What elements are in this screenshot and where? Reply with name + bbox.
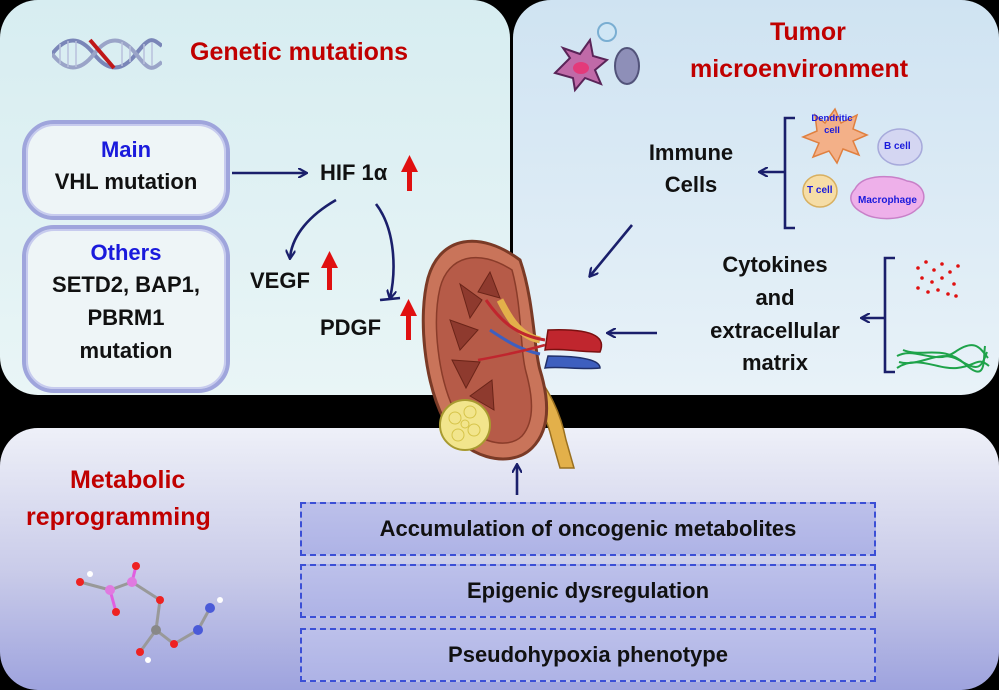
others-line-2: PBRM1 (87, 305, 165, 330)
others-line-3: mutation (79, 338, 173, 363)
cytokines-line-2: and (755, 285, 795, 310)
metabolite-molecule-icon (76, 562, 223, 663)
tumor-mass-icon (439, 399, 491, 451)
b-cell-label: B cell (884, 141, 911, 152)
pdgf-up-arrow (400, 299, 417, 340)
cytokines-icon (916, 260, 960, 298)
cytokines-line-4: matrix (741, 350, 809, 375)
others-label: Others (90, 240, 162, 265)
metabolic-title-line-1: Metabolic (70, 466, 186, 494)
dendritic-label-1: Dendritic (811, 113, 853, 124)
t-cell-icon (802, 174, 838, 208)
pseudohypoxia-box: Pseudohypoxia phenotype (300, 628, 876, 682)
main-label: Main (100, 137, 152, 162)
cytokines-bracket (883, 256, 895, 374)
dna-icon (52, 38, 162, 70)
macrophage-label: Macrophage (858, 195, 917, 206)
cytokines-line-3: extracellular (710, 318, 840, 343)
epigenic-dysregulation-box: Epigenic dysregulation (300, 564, 876, 618)
dendritic-label-2: cell (824, 125, 840, 136)
main-mutation-box (22, 120, 230, 220)
metabolic-title-line-2: reprogramming (26, 503, 211, 531)
hif-up-arrow (401, 155, 418, 191)
immune-cells-bracket (783, 116, 795, 230)
tumor-title-line-1: Tumor (770, 18, 846, 46)
hif1a-label: HIF 1α (320, 160, 388, 185)
hif-to-vegf-arrow (290, 198, 337, 258)
hif-to-pdgf-arrow (374, 203, 393, 298)
pdgf-inhibit-bar (379, 296, 401, 302)
other-mutations-box (22, 225, 230, 393)
vegf-up-arrow (321, 251, 338, 290)
cytokines-line-1: Cytokines (722, 252, 828, 277)
immune-cells-cluster (800, 107, 925, 220)
extracellular-matrix-icon (896, 344, 990, 373)
macrophage-icon (850, 175, 925, 220)
tumor-cells-icon (553, 22, 640, 93)
others-line-1: SETD2, BAP1, (52, 272, 200, 297)
dendritic-cell-icon (800, 107, 869, 165)
vhl-mutation-label: VHL mutation (54, 169, 198, 194)
vegf-label: VEGF (250, 268, 310, 293)
immune-line-1: Immune (648, 140, 734, 165)
immune-line-2: Cells (664, 172, 718, 197)
t-cell-label: T cell (807, 185, 833, 196)
kidney-illustration (421, 239, 603, 469)
genetic-mutations-title: Genetic mutations (190, 38, 409, 66)
pdgf-label: PDGF (320, 315, 382, 340)
b-cell-icon (877, 128, 923, 166)
accumulation-metabolites-box: Accumulation of oncogenic metabolites (300, 502, 876, 556)
immune-to-kidney-arrow (590, 224, 634, 276)
tumor-title-line-2: microenvironment (690, 55, 909, 83)
